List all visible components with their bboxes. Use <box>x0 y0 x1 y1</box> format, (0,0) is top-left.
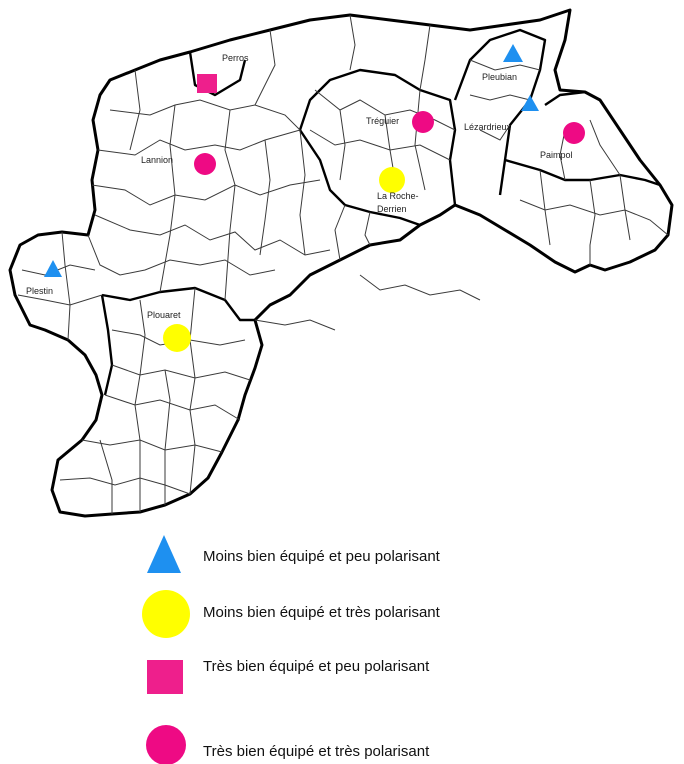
town-label-derrien: Derrien <box>377 204 407 214</box>
lezardrieux-triangle-symbol <box>521 95 539 111</box>
town-label-lezardrieux: Lézardrieux <box>464 122 512 132</box>
legend-label-1: Moins bien équipé et peu polarisant <box>203 548 441 565</box>
town-label-plestin: Plestin <box>26 286 53 296</box>
legend-yellow-circle-icon <box>142 590 190 638</box>
legend-square-icon <box>147 660 183 694</box>
lannion-circle-symbol <box>194 153 216 175</box>
legend-triangle-icon <box>147 535 181 573</box>
town-label-paimpol: Paimpol <box>540 150 573 160</box>
legend-label-2: Moins bien équipé et très polarisant <box>203 604 441 621</box>
pleubian-triangle-symbol <box>503 44 523 62</box>
town-label-plouaret: Plouaret <box>147 310 181 320</box>
legend-label-3: Très bien équipé et peu polarisant <box>203 658 430 675</box>
plestin-triangle-symbol <box>44 260 62 277</box>
perros-square-symbol <box>197 74 217 93</box>
town-labels: Perros Pleubian Lézardrieux Tréguier Pai… <box>26 53 573 320</box>
town-label-pleubian: Pleubian <box>482 72 517 82</box>
plouaret-circle-symbol <box>163 324 191 352</box>
legend: Moins bien équipé et peu polarisant Moin… <box>142 535 441 764</box>
commune-boundaries <box>17 14 669 514</box>
legend-label-4: Très bien équipé et très polarisant <box>203 743 430 760</box>
la-roche-derrien-circle-symbol <box>379 167 405 193</box>
town-label-lannion: Lannion <box>141 155 173 165</box>
legend-magenta-circle-icon <box>146 725 186 764</box>
map-symbols <box>44 44 585 352</box>
town-label-treguier: Tréguier <box>366 116 399 126</box>
treguier-circle-symbol <box>412 111 434 133</box>
town-label-la-roche: La Roche- <box>377 191 419 201</box>
territory-outline <box>8 8 674 518</box>
town-label-perros: Perros <box>222 53 249 63</box>
paimpol-circle-symbol <box>563 122 585 144</box>
